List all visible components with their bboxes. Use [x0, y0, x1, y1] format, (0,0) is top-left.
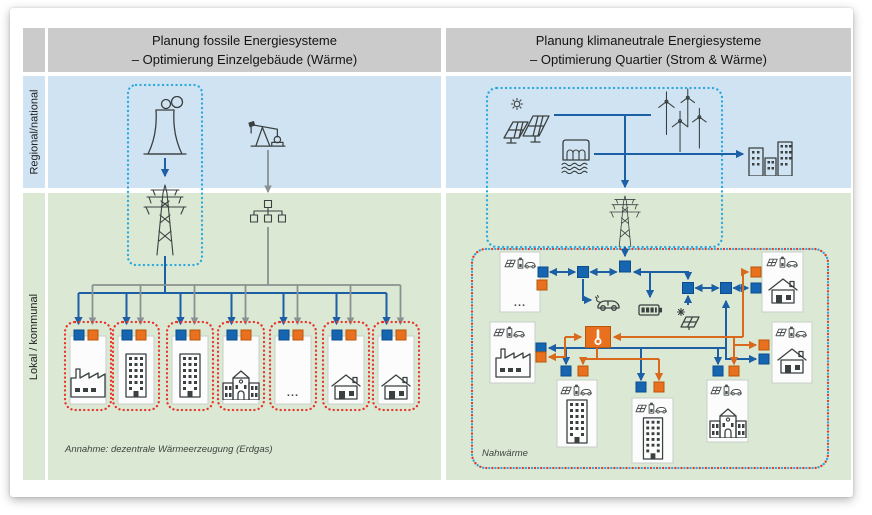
header-left: Planung fossile Energiesysteme – Optimie… [48, 28, 441, 72]
row-label-regional: Regional/national [23, 76, 45, 188]
prosumer-card-generic: ... [499, 251, 549, 313]
building-cards-fossil: ... [63, 285, 421, 412]
caption-nahwaerme: Nahwärme [482, 448, 528, 459]
panel-fossil: ... Annahme: dezentrale Wärme [48, 76, 441, 480]
battery-storage-icon [638, 304, 663, 316]
solar-farm-icon [503, 98, 550, 144]
prosumer-card-school [706, 365, 749, 443]
header-right-line2: – Optimierung Quartier (Strom & Wärme) [530, 52, 767, 67]
header-left-line1: Planung fossile Energiesysteme [152, 32, 337, 48]
prosumer-card-apartment [631, 381, 674, 464]
row-label-regional-text: Regional/national [28, 89, 41, 175]
quarter-electricity-network [547, 247, 758, 382]
building-card [321, 285, 371, 412]
transmission-tower-icon [143, 184, 187, 256]
gas-lines [92, 150, 401, 286]
regional-band-right [446, 76, 851, 188]
building-card [165, 285, 215, 412]
panel-climate-neutral: ... [446, 76, 851, 480]
electric-car-icon [595, 295, 620, 311]
city-icon [748, 141, 793, 176]
ellipsis-label: ... [514, 297, 526, 309]
hydro-dam-icon [561, 139, 590, 174]
building-card [63, 285, 113, 412]
header-right-line1: Planung klimaneutrale Energiesysteme [535, 32, 762, 48]
row-label-local-text: Lokal / kommunal [28, 293, 40, 380]
regional-band-left [48, 76, 441, 188]
building-card [111, 285, 161, 412]
electricity-lines [78, 158, 387, 294]
building-card: ... [268, 285, 318, 412]
heat-plant-icon [585, 326, 611, 348]
diagram-page: Planung fossile Energiesysteme – Optimie… [10, 8, 853, 497]
central-system-boundary [126, 83, 204, 267]
rooftop-solar-icon [676, 308, 700, 330]
header-corner-cell [23, 28, 45, 72]
header-left-line2: – Optimierung Einzelgebäude (Wärme) [131, 52, 358, 67]
prosumer-card-house [750, 251, 804, 313]
header-right: Planung klimaneutrale Energiesysteme – O… [446, 28, 851, 72]
row-label-local: Lokal / kommunal [23, 193, 45, 480]
building-card [371, 285, 421, 412]
prosumer-card-apartment [556, 365, 598, 448]
ellipsis-label: ... [287, 387, 299, 399]
power-plant-icon [143, 96, 187, 155]
prosumer-card-factory [489, 321, 547, 384]
wind-turbines-icon [658, 88, 707, 152]
renewables-boundary [485, 86, 724, 249]
regional-grid-lines [554, 114, 745, 189]
oil-pump-icon [247, 120, 286, 147]
quarter-heat-network [547, 267, 758, 382]
gas-distribution-icon [250, 200, 286, 223]
prosumer-card-house [758, 321, 813, 384]
building-card [216, 285, 266, 412]
electricity-nodes [577, 260, 732, 294]
quarter-boundary [470, 247, 830, 470]
caption-fossil: Annahme: dezentrale Wärmeerzeugung (Erdg… [65, 444, 273, 455]
transmission-tower-icon [609, 195, 641, 247]
